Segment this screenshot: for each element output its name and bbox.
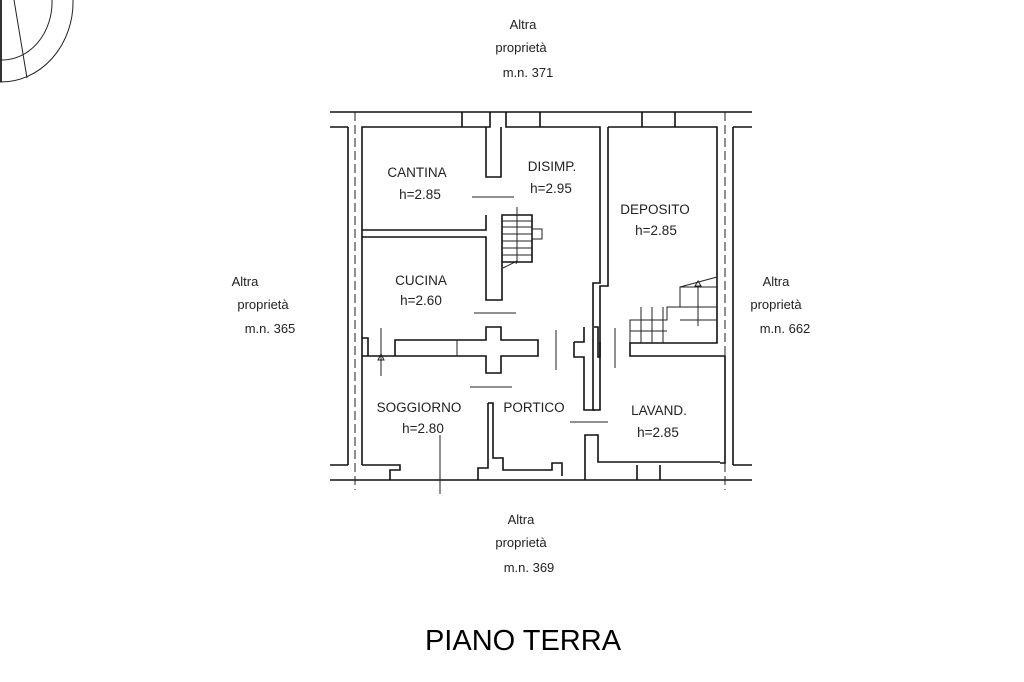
neighbor-top: Altra proprietà m.n. 371 [495, 17, 553, 80]
room-height: h=2.95 [530, 181, 572, 196]
neighbor-label: Altra [510, 17, 538, 32]
room-deposito: DEPOSITO h=2.85 [620, 202, 690, 238]
room-name: LAVAND. [631, 403, 687, 418]
walls [361, 112, 726, 494]
neighbor-parcel: m.n. 365 [245, 321, 296, 336]
room-height: h=2.80 [402, 421, 444, 436]
room-portico: PORTICO [503, 400, 564, 415]
room-disimp: DISIMP. h=2.95 [528, 159, 577, 196]
neighbor-label: Altra [508, 512, 536, 527]
neighbor-label: proprietà [495, 535, 547, 550]
room-height: h=2.60 [400, 293, 442, 308]
neighbor-left: Altra proprietà m.n. 365 [232, 274, 296, 336]
room-name: CUCINA [395, 273, 447, 288]
neighbor-label: proprietà [750, 297, 802, 312]
room-name: CANTINA [387, 165, 446, 180]
room-height: h=2.85 [399, 187, 441, 202]
neighbor-label: proprietà [237, 297, 289, 312]
room-soggiorno: SOGGIORNO h=2.80 [377, 400, 462, 436]
room-cantina: CANTINA h=2.85 [387, 165, 446, 202]
room-lavand: LAVAND. h=2.85 [631, 403, 687, 440]
room-height: h=2.85 [637, 425, 679, 440]
plan-title: PIANO TERRA [425, 625, 622, 657]
neighbor-parcel: m.n. 662 [760, 321, 811, 336]
room-name: DISIMP. [528, 159, 577, 174]
neighbor-right: Altra proprietà m.n. 662 [750, 274, 810, 336]
room-name: PORTICO [503, 400, 564, 415]
room-cucina: CUCINA h=2.60 [395, 273, 447, 308]
neighbor-parcel: m.n. 369 [504, 560, 555, 575]
room-height: h=2.85 [635, 223, 677, 238]
neighbor-parcel: m.n. 371 [503, 65, 554, 80]
neighbor-label: Altra [763, 274, 791, 289]
neighbor-bottom: Altra proprietà m.n. 369 [495, 512, 554, 575]
compass-icon [0, 0, 74, 83]
neighbor-label: Altra [232, 274, 260, 289]
neighbor-label: proprietà [495, 40, 547, 55]
room-name: SOGGIORNO [377, 400, 462, 415]
room-name: DEPOSITO [620, 202, 690, 217]
